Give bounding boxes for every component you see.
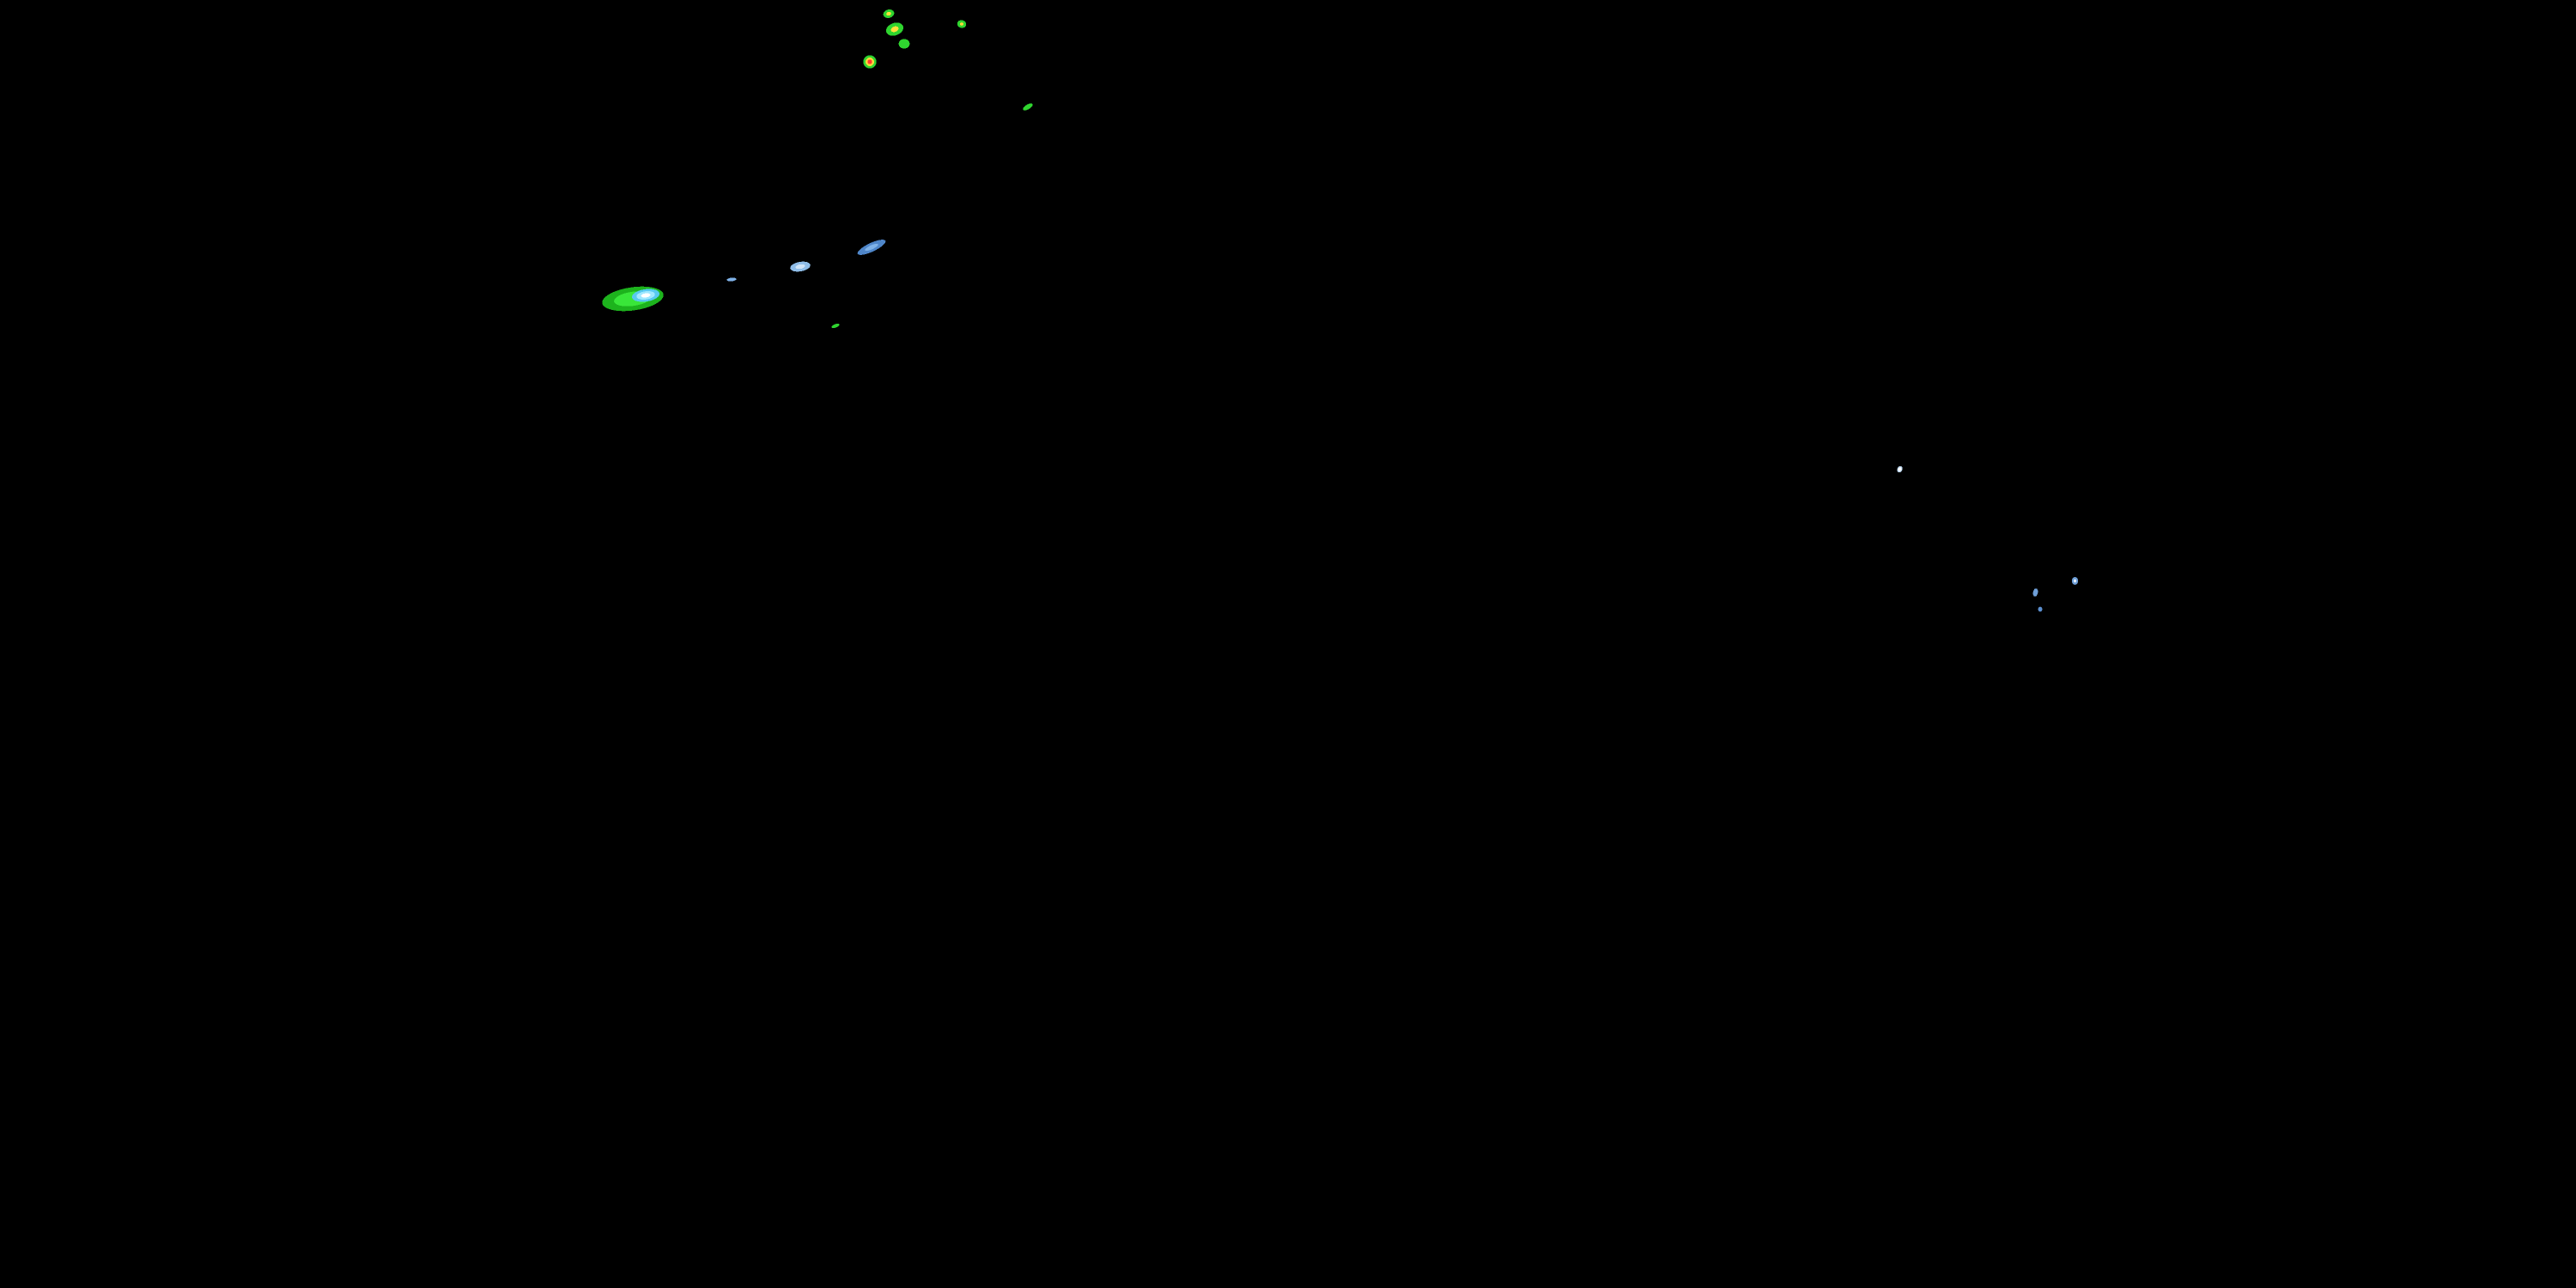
echo-red-core-cell xyxy=(862,54,878,70)
echo-green-tick xyxy=(829,321,841,330)
echo-green-dash xyxy=(1020,100,1036,113)
echo-green-yellow-cell-main xyxy=(881,18,908,40)
echo-blue-streak xyxy=(853,234,890,260)
echo-blue-dot xyxy=(2038,605,2043,612)
echo-green-cell-small xyxy=(897,38,911,50)
echo-main-cell-bright-core xyxy=(629,286,662,305)
echo-main-green-cell xyxy=(597,281,669,317)
echo-blue-speck-upper xyxy=(2070,575,2079,586)
echo-white-speck-right xyxy=(1894,464,1905,474)
echo-green-yellow-cell-top xyxy=(880,7,897,21)
echo-blue-dash-small xyxy=(725,276,738,283)
echo-blue-speck-lower xyxy=(2031,586,2039,598)
echo-green-speck-topright xyxy=(954,17,969,31)
echo-lightblue-blob xyxy=(787,258,813,274)
